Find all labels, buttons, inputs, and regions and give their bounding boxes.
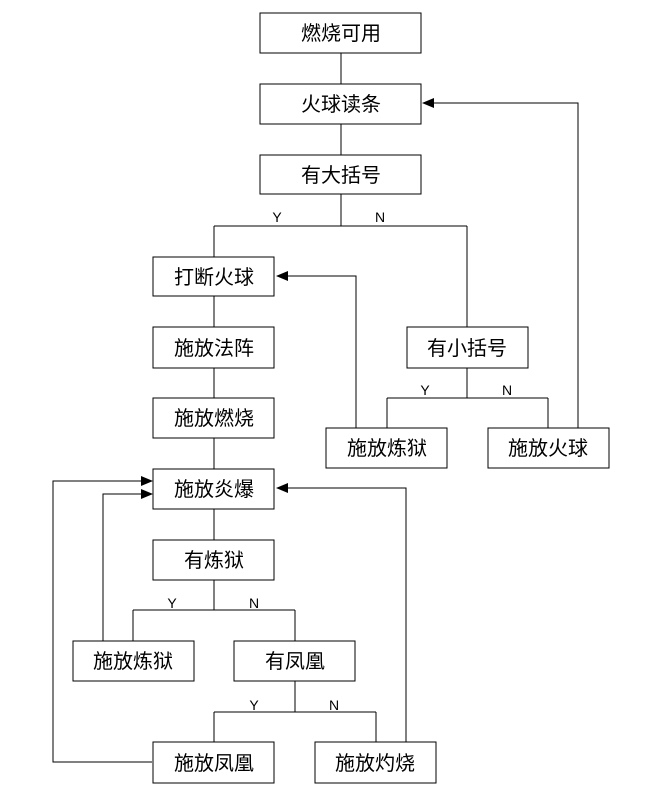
node-cast-array: 施放法阵 xyxy=(152,326,275,369)
node-cast-purgatory-left: 施放炼狱 xyxy=(72,640,195,682)
edge-purgatory-right-back-to-interrupt xyxy=(276,271,357,428)
node-has-purgatory-label: 有炼狱 xyxy=(184,548,244,572)
node-cast-array-label: 施放法阵 xyxy=(174,336,254,360)
node-has-purgatory: 有炼狱 xyxy=(152,539,275,581)
label-phoenix-no: N xyxy=(329,697,339,713)
node-cast-blast-label: 施放炎爆 xyxy=(174,477,254,501)
branch-labels: Y N Y N Y N Y N xyxy=(167,209,512,713)
edge-has-purgatory-split xyxy=(132,580,296,641)
node-interrupt-fireball: 打断火球 xyxy=(152,256,275,297)
node-interrupt-fireball-label: 打断火球 xyxy=(174,265,254,289)
node-cast-fireball-label: 施放火球 xyxy=(508,436,588,460)
label-brace-no: N xyxy=(375,209,385,225)
node-cast-blast: 施放炎爆 xyxy=(152,468,275,510)
edge-scorch-back-to-blast xyxy=(276,483,407,742)
label-paren-yes: Y xyxy=(420,382,430,398)
node-cast-scorch: 施放灼烧 xyxy=(314,741,437,784)
node-burn-available: 燃烧可用 xyxy=(259,12,422,54)
label-purgatory-no: N xyxy=(249,595,259,611)
edge-has-phoenix-split xyxy=(213,681,377,742)
node-burn-available-label: 燃烧可用 xyxy=(301,21,381,45)
edge-phoenix-back-to-blast xyxy=(52,476,153,763)
node-has-brace: 有大括号 xyxy=(259,154,422,195)
node-cast-phoenix-label: 施放凤凰 xyxy=(174,751,254,775)
node-cast-phoenix: 施放凤凰 xyxy=(152,741,275,784)
node-cast-fireball: 施放火球 xyxy=(487,427,610,469)
node-has-paren-label: 有小括号 xyxy=(427,336,507,360)
node-cast-burn: 施放燃烧 xyxy=(152,397,275,439)
label-phoenix-yes: Y xyxy=(249,697,259,713)
edge-has-paren-split xyxy=(386,368,549,428)
node-has-phoenix-label: 有凤凰 xyxy=(265,649,325,673)
node-cast-purgatory-right: 施放炼狱 xyxy=(325,427,448,469)
edge-purgatory-left-back-to-blast xyxy=(102,489,153,641)
node-has-paren: 有小括号 xyxy=(406,326,529,369)
node-cast-purgatory-right-label: 施放炼狱 xyxy=(347,436,427,460)
node-cast-burn-label: 施放燃烧 xyxy=(174,406,254,430)
edges xyxy=(52,53,579,763)
label-paren-no: N xyxy=(502,382,512,398)
label-brace-yes: Y xyxy=(272,209,282,225)
node-has-brace-label: 有大括号 xyxy=(301,163,381,187)
node-cast-scorch-label: 施放灼烧 xyxy=(335,751,415,775)
node-cast-purgatory-left-label: 施放炼狱 xyxy=(93,649,173,673)
edge-has-brace-split xyxy=(213,194,468,327)
edge-fireball-back-to-fireball-cast xyxy=(422,98,579,428)
node-has-phoenix: 有凤凰 xyxy=(233,640,356,682)
node-fireball-cast-label: 火球读条 xyxy=(301,92,381,116)
label-purgatory-yes: Y xyxy=(167,595,177,611)
node-fireball-cast: 火球读条 xyxy=(259,83,422,125)
